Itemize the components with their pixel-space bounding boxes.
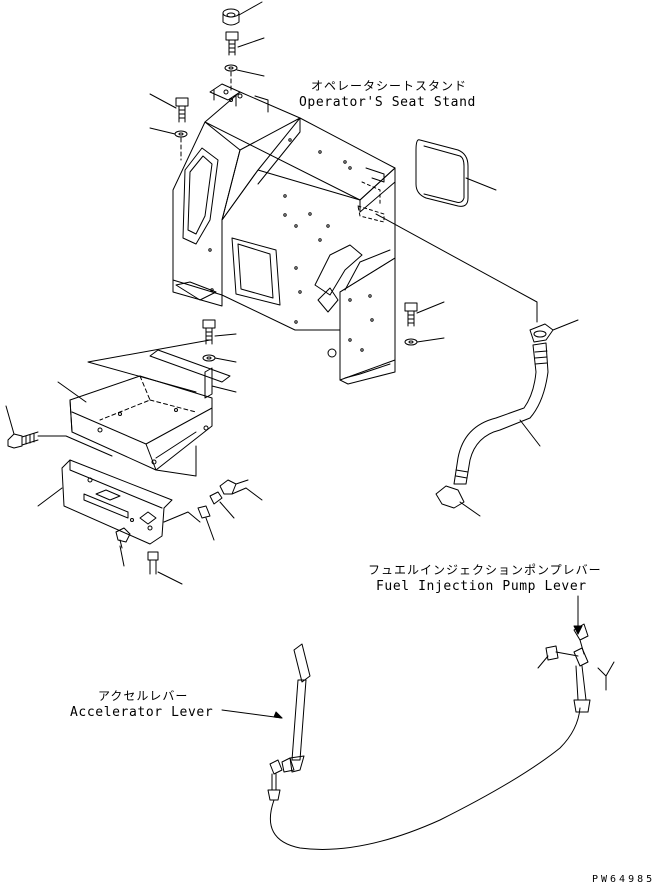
pump-lever-part <box>573 623 591 713</box>
accelerator-lever-label-en: Accelerator Lever <box>70 705 214 720</box>
control-plate-part <box>61 459 173 545</box>
accelerator-lever-label-jp: アクセルレバー <box>98 689 189 703</box>
pin-part <box>545 645 579 661</box>
leader-line <box>205 517 215 541</box>
accelerator-cable <box>269 707 581 850</box>
stand-bolt-part <box>175 97 189 123</box>
top-cap-part <box>222 8 240 26</box>
drawing-code: PW64985 <box>592 874 656 885</box>
fuel-injection-pump-lever-label-en: Fuel Injection Pump Lever <box>376 579 587 594</box>
lower-bolt-part <box>202 319 216 345</box>
leader-line <box>149 127 176 135</box>
label-leader-arrow <box>221 709 283 719</box>
lower-washer-part <box>202 354 216 362</box>
leader-line <box>459 501 481 517</box>
leader-line <box>214 357 237 363</box>
connection-line <box>375 213 538 323</box>
leader-line <box>238 1 263 16</box>
label-leader-arrow <box>573 625 583 635</box>
left-bolt-part <box>7 431 39 449</box>
top-bolt-part <box>225 31 239 56</box>
stand-washer-part <box>174 130 188 138</box>
leader-line <box>37 487 63 507</box>
hose-tube-part <box>453 342 549 485</box>
right-small-bolt-part <box>219 479 249 495</box>
side-bolt-part <box>404 302 418 327</box>
leader-line <box>236 69 265 77</box>
operator-seat-stand <box>172 83 396 385</box>
leader-line <box>465 177 497 191</box>
side-washer-part <box>404 338 418 346</box>
leader-line <box>149 93 177 109</box>
clip-part <box>197 505 211 519</box>
leader-line <box>416 337 445 343</box>
leader-line <box>245 487 263 501</box>
leader-line <box>214 333 237 337</box>
leader-line <box>5 405 15 435</box>
alignment-lines <box>180 71 232 161</box>
leader-line <box>537 655 549 669</box>
accelerator-lever-part <box>267 643 311 801</box>
operator-seat-stand-label-en: Operator'S Seat Stand <box>299 95 476 110</box>
leader-line <box>597 661 615 691</box>
leader-line <box>57 381 87 403</box>
label-leader-arrow <box>273 711 283 719</box>
connection-line <box>87 339 211 393</box>
leader-line <box>552 319 579 331</box>
connection-line <box>163 511 201 523</box>
fuel-injection-pump-lever-label-jp: フュエルインジェクションポンプレバー <box>368 563 602 577</box>
hose-end-part <box>435 485 465 509</box>
leader-line <box>157 571 183 585</box>
leader-line <box>119 545 125 567</box>
plate-bolt-part <box>147 551 159 575</box>
top-washer-part <box>224 64 238 72</box>
operator-seat-stand-label-jp: オペレータシートスタンド <box>311 79 468 93</box>
leader-line <box>219 501 235 519</box>
leader-line <box>211 385 237 393</box>
leader-line <box>519 419 541 447</box>
hose-cap-part <box>529 323 554 343</box>
knob-part <box>115 527 131 549</box>
mounting-plate-part <box>149 349 231 399</box>
leader-line <box>416 301 445 314</box>
leader-line <box>237 37 265 48</box>
nut-part <box>209 491 223 505</box>
lower-cover-part <box>69 375 213 477</box>
connection-line <box>37 435 113 457</box>
seat-pad-part <box>415 139 469 207</box>
